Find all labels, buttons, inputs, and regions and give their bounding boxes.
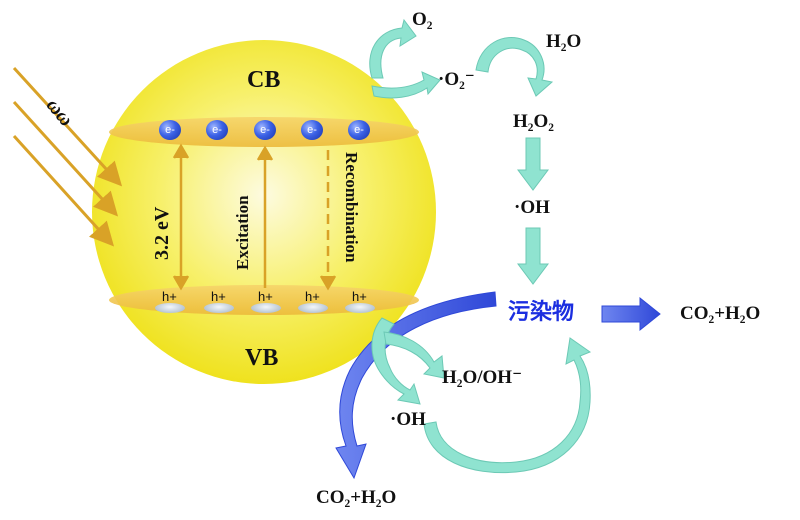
- water-hydroxide-label: H₂O/OH⁻: [442, 367, 523, 388]
- arrow-water-to-oh: [383, 331, 445, 379]
- band-gap-label: 3.2 eV: [151, 206, 173, 260]
- arrow-superoxide-to-h2o2: [475, 37, 554, 97]
- electron: e-: [254, 120, 276, 140]
- hole: [345, 303, 375, 313]
- arrow-h2o2-to-oh: [517, 137, 549, 191]
- superoxide-label: ·O₂⁻: [438, 69, 475, 90]
- band-gap-arrow: [172, 143, 190, 291]
- electron: e-: [348, 120, 370, 140]
- hole: [251, 303, 281, 313]
- h2o2-label: H₂O₂: [513, 111, 554, 132]
- light-arrows: [12, 66, 123, 247]
- arrow-oh-to-pollutant: [517, 227, 549, 285]
- products-right-label: CO₂+H₂O: [680, 303, 761, 324]
- recombination-label: Recombination: [342, 152, 361, 263]
- products-bottom-label: CO₂+H₂O: [316, 487, 397, 508]
- hole: [298, 303, 328, 313]
- hole-label: h+: [352, 289, 367, 304]
- electron: e-: [206, 120, 228, 140]
- pollutant-label: 污染物: [508, 300, 575, 325]
- oh-bottom-label: ·OH: [390, 409, 426, 430]
- hole: [155, 303, 185, 313]
- hole-label: h+: [258, 289, 273, 304]
- o2-label: O₂: [412, 9, 433, 30]
- hole-label: h+: [211, 289, 226, 304]
- recombination-arrow: [319, 150, 337, 291]
- excitation-arrow: [256, 145, 274, 288]
- arrow-vb-to-hydroxyl: [371, 317, 421, 405]
- hole-label: h+: [305, 289, 320, 304]
- hole-label: h+: [162, 289, 177, 304]
- arrow-o2-to-superoxide: [369, 18, 417, 79]
- vb-label: VB: [245, 345, 279, 371]
- electron: e-: [301, 120, 323, 140]
- arrow-surface-to-superoxide: [371, 71, 441, 99]
- arrow-pollutant-to-products: [601, 296, 661, 332]
- oh-top-label: ·OH: [514, 197, 550, 218]
- arrow-oh-to-pollutant-loop: [423, 337, 592, 474]
- valence-band: [109, 285, 419, 315]
- cb-label: CB: [247, 67, 281, 93]
- water-top-label: H₂O: [546, 31, 582, 52]
- electron: e-: [159, 120, 181, 140]
- hole: [204, 303, 234, 313]
- excitation-label: Excitation: [233, 195, 252, 270]
